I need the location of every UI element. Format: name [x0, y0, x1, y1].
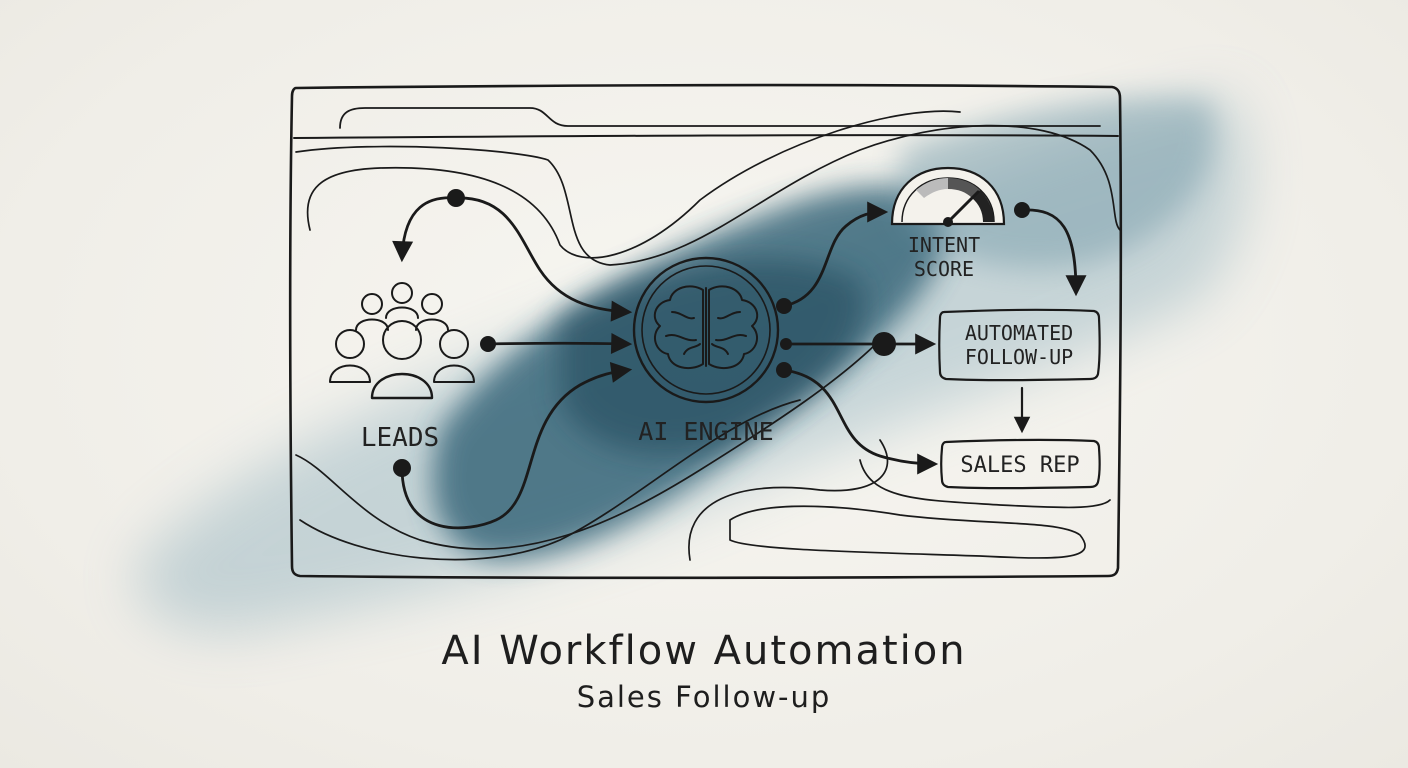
dot-hub [872, 332, 896, 356]
dot-intent-out [1014, 202, 1030, 218]
brain-icon [653, 285, 759, 370]
dot-leads-bottom [393, 459, 411, 477]
arrow-leads-to-engine [486, 333, 633, 355]
people-group-icon [329, 282, 475, 400]
intent-score-node: INTENT SCORE [890, 166, 1006, 281]
arrow-leads-bottom-to-engine [400, 361, 633, 530]
sales-rep-label: SALES REP [960, 453, 1079, 478]
engine-outer-ring [632, 256, 780, 404]
leads-node: LEADS [329, 282, 475, 453]
dot-engine-top [776, 298, 792, 314]
ai-engine-node: AI ENGINE [632, 256, 780, 446]
intent-label-line2: SCORE [914, 257, 974, 281]
connection-dots [393, 189, 1030, 477]
diagram-title: AI Workflow Automation [441, 628, 966, 674]
background-curves [295, 110, 1121, 561]
engine-label: AI ENGINE [638, 417, 773, 446]
leads-label: LEADS [361, 423, 439, 453]
engine-inner-ring [641, 265, 771, 395]
arrow-engine-to-intent [782, 201, 889, 308]
followup-label-line2: FOLLOW-UP [965, 345, 1073, 369]
arrow-top-loop-to-leads [392, 196, 458, 263]
arrow-top-loop-to-engine [454, 196, 633, 322]
dot-leads-right [480, 336, 496, 352]
dot-top-loop [447, 189, 465, 207]
window-frame [288, 83, 1123, 580]
diagram-subtitle: Sales Follow-up [577, 680, 832, 714]
sales-rep-node: SALES REP [940, 438, 1101, 490]
watercolor-wash [136, 95, 1247, 632]
followup-label-line1: AUTOMATED [965, 321, 1073, 345]
gauge-icon [890, 166, 1006, 227]
arrow-engine-to-sales-rep [782, 368, 939, 475]
automated-followup-node: AUTOMATED FOLLOW-UP [938, 308, 1101, 382]
dot-engine-mid [780, 338, 792, 350]
dot-engine-bottom [776, 362, 792, 378]
intent-label-line1: INTENT [908, 233, 980, 257]
arrow-intent-to-followup [1020, 208, 1087, 297]
